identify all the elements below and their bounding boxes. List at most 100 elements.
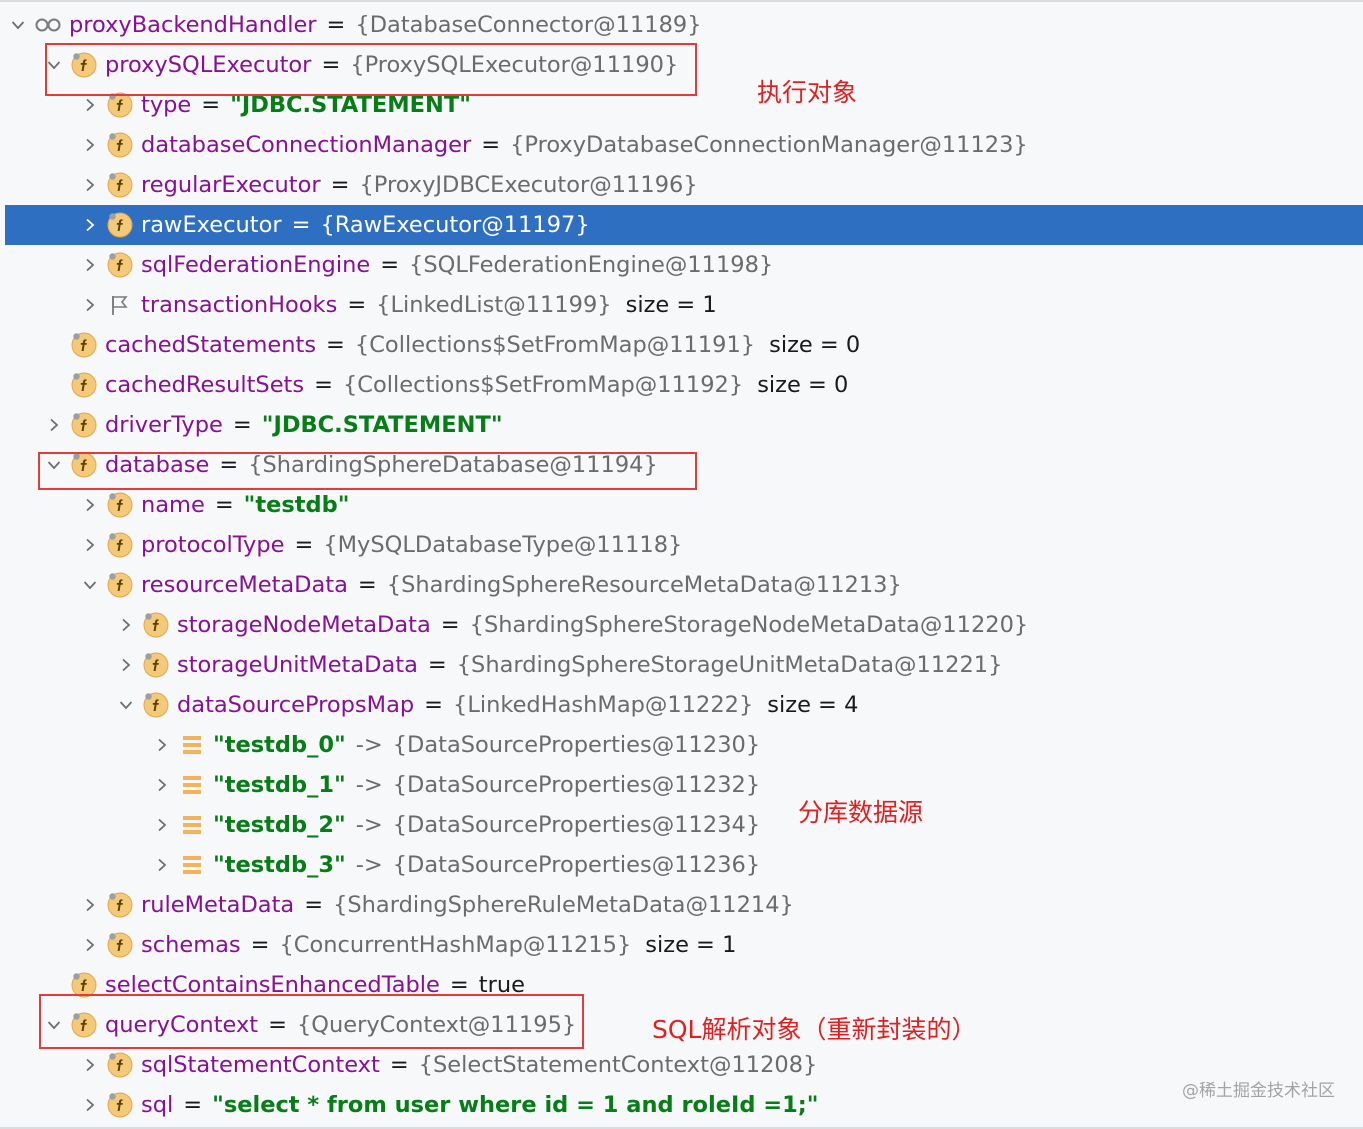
tree-row[interactable]: selectContainsEnhancedTable=true — [5, 965, 1363, 1005]
equals-sign: = — [347, 292, 367, 318]
chevron-right-icon[interactable] — [77, 1085, 103, 1125]
tree-row[interactable]: transactionHooks={LinkedList@11199}size … — [5, 285, 1363, 325]
field-icon — [69, 1010, 99, 1040]
tree-row[interactable]: driverType="JDBC.STATEMENT" — [5, 405, 1363, 445]
variable-name: databaseConnectionManager — [141, 132, 472, 158]
variable-value: "select * from user where id = 1 and rol… — [212, 1092, 819, 1118]
variable-value: {MySQLDatabaseType@11118} — [323, 532, 683, 558]
annotation-executor: 执行对象 — [757, 78, 858, 107]
chevron-right-icon[interactable] — [77, 285, 103, 325]
chevron-right-icon[interactable] — [77, 85, 103, 125]
field-icon — [69, 410, 99, 440]
chevron-right-icon[interactable] — [41, 405, 67, 445]
tree-row[interactable]: proxySQLExecutor={ProxySQLExecutor@11190… — [5, 45, 1363, 85]
map-arrow: -> — [355, 732, 383, 758]
tree-row[interactable]: "testdb_3"->{DataSourceProperties@11236} — [5, 845, 1363, 885]
chevron-right-icon[interactable] — [77, 925, 103, 965]
chevron-down-icon[interactable] — [41, 1005, 67, 1045]
field-icon — [69, 330, 99, 360]
chevron-right-icon[interactable] — [149, 845, 175, 885]
tree-row[interactable]: rawExecutor = {RawExecutor@11197} — [5, 205, 1363, 245]
equals-sign: = — [291, 212, 311, 238]
tree-row[interactable]: type="JDBC.STATEMENT" — [5, 85, 1363, 125]
chevron-down-icon[interactable] — [5, 5, 31, 45]
chevron-right-icon[interactable] — [149, 805, 175, 845]
tree-row[interactable]: database={ShardingSphereDatabase@11194} — [5, 445, 1363, 485]
tree-row[interactable]: sqlFederationEngine={SQLFederationEngine… — [5, 245, 1363, 285]
variable-name: protocolType — [141, 532, 285, 558]
variable-name: storageUnitMetaData — [177, 652, 418, 678]
tree-row[interactable]: cachedStatements={Collections$SetFromMap… — [5, 325, 1363, 365]
equals-sign: = — [481, 132, 501, 158]
annotation-sql: SQL解析对象（重新封装的） — [652, 1015, 977, 1044]
chevron-right-icon[interactable] — [149, 725, 175, 765]
equals-sign: = — [424, 692, 443, 718]
chevron-right-icon[interactable] — [77, 245, 103, 285]
variable-name: dataSourcePropsMap — [177, 692, 415, 718]
chevron-right-icon[interactable] — [77, 885, 103, 925]
chevron-right-icon[interactable] — [77, 165, 103, 205]
variable-value: {ShardingSphereRuleMetaData@11214} — [333, 892, 794, 918]
variable-name: cachedStatements — [105, 332, 317, 358]
tree-row[interactable]: "testdb_2"->{DataSourceProperties@11234} — [5, 805, 1363, 845]
tree-row[interactable]: dataSourcePropsMap={LinkedHashMap@11222}… — [5, 685, 1363, 725]
tree-row[interactable]: protocolType={MySQLDatabaseType@11118} — [5, 525, 1363, 565]
map-entry-icon — [177, 810, 207, 840]
variable-value: {ProxyDatabaseConnectionManager@11123} — [510, 132, 1028, 158]
field-icon — [105, 570, 135, 600]
tree-row[interactable]: cachedResultSets={Collections$SetFromMap… — [5, 365, 1363, 405]
chevron-right-icon[interactable] — [149, 765, 175, 805]
variable-value: "JDBC.STATEMENT" — [230, 92, 471, 118]
tree-row[interactable]: "testdb_0"->{DataSourceProperties@11230} — [5, 725, 1363, 765]
map-key: "testdb_3" — [213, 852, 346, 878]
tree-row[interactable]: resourceMetaData={ShardingSphereResource… — [5, 565, 1363, 605]
variable-name: rawExecutor — [141, 212, 282, 238]
tree-row[interactable]: storageUnitMetaData={ShardingSphereStora… — [5, 645, 1363, 685]
variable-value: {Collections$SetFromMap@11192} — [342, 372, 744, 398]
field-icon — [105, 130, 135, 160]
tree-row[interactable]: sqlStatementContext={SelectStatementCont… — [5, 1045, 1363, 1085]
tree-row[interactable]: schemas={ConcurrentHashMap@11215}size = … — [5, 925, 1363, 965]
chevron-right-icon[interactable] — [77, 125, 103, 165]
map-entry-icon — [177, 850, 207, 880]
chevron-right-icon[interactable] — [113, 605, 139, 645]
variable-value: {ConcurrentHashMap@11215} — [279, 932, 632, 958]
variable-name: type — [141, 92, 192, 118]
variable-value: {RawExecutor@11197} — [320, 212, 590, 238]
variable-value: {DataSourceProperties@11236} — [392, 852, 761, 878]
tree-row[interactable]: sql="select * from user where id = 1 and… — [5, 1085, 1363, 1125]
variable-value: {Collections$SetFromMap@11191} — [354, 332, 756, 358]
variable-name: driverType — [105, 412, 223, 438]
top-border — [0, 0, 1363, 2]
chevron-down-icon[interactable] — [77, 565, 103, 605]
tree-row[interactable]: databaseConnectionManager = {ProxyDatabase… — [5, 125, 1363, 165]
variable-value: {QueryContext@11195} — [296, 1012, 577, 1038]
variable-value: {ShardingSphereStorageUnitMetaData@11221… — [456, 652, 1003, 678]
chevron-right-icon[interactable] — [77, 1045, 103, 1085]
tree-row[interactable]: name="testdb" — [5, 485, 1363, 525]
tree-row[interactable]: regularExecutor={ProxyJDBCExecutor@11196… — [5, 165, 1363, 205]
field-icon — [141, 610, 171, 640]
collection-size: size = 0 — [757, 372, 849, 398]
tree-row[interactable]: queryContext={QueryContext@11195} — [5, 1005, 1363, 1045]
tree-row[interactable]: storageNodeMetaData={ShardingSphereStora… — [5, 605, 1363, 645]
tree-row[interactable]: proxyBackendHandler={DatabaseConnector@1… — [5, 5, 1363, 45]
chevron-right-icon[interactable] — [113, 645, 139, 685]
field-icon — [105, 250, 135, 280]
variable-value: {ProxySQLExecutor@11190} — [350, 52, 679, 78]
chevron-down-icon[interactable] — [113, 685, 139, 725]
chevron-right-icon[interactable] — [77, 525, 103, 565]
variable-name: sqlStatementContext — [141, 1052, 380, 1078]
variable-name: ruleMetaData — [141, 892, 295, 918]
variable-value: {LinkedList@11199} — [376, 292, 612, 318]
variable-name: queryContext — [105, 1012, 259, 1038]
chevron-right-icon[interactable] — [77, 485, 103, 525]
tree-row[interactable]: ruleMetaData={ShardingSphereRuleMetaData… — [5, 885, 1363, 925]
chevron-down-icon[interactable] — [41, 445, 67, 485]
field-icon — [105, 930, 135, 960]
chevron-right-icon[interactable] — [77, 205, 103, 245]
tree-row[interactable]: "testdb_1"->{DataSourceProperties@11232} — [5, 765, 1363, 805]
chevron-down-icon[interactable] — [41, 45, 67, 85]
watermark: @稀土掘金技术社区 — [1182, 1081, 1335, 1101]
